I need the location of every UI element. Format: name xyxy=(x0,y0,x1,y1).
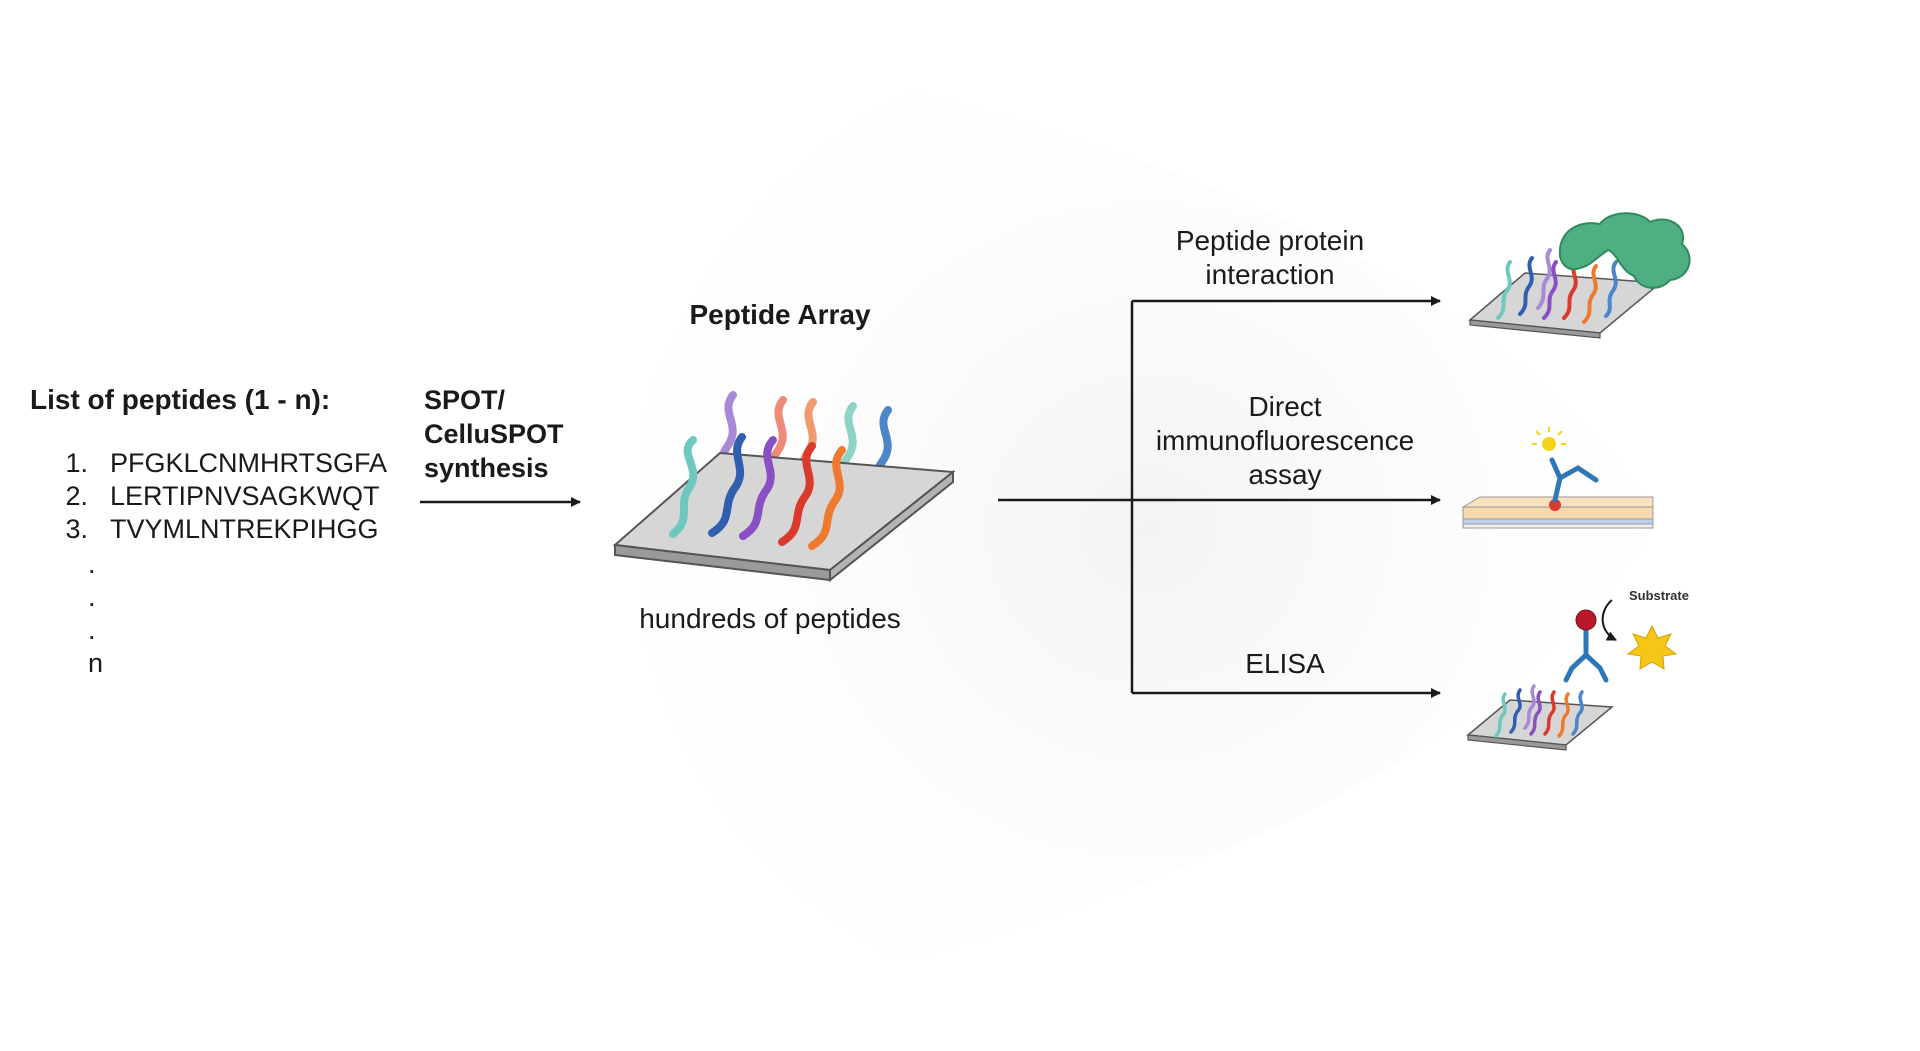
assay-line: Peptide protein xyxy=(1175,225,1365,256)
list-item: 1. PFGKLCNMHRTSGFA xyxy=(48,447,387,480)
assay-label-immunofluorescence: Direct immunofluorescence assay xyxy=(1120,390,1450,492)
peptide-array-icon xyxy=(612,391,956,583)
ellipsis-dot: . xyxy=(88,582,96,612)
immunofluorescence-illustration xyxy=(1461,427,1654,529)
assay-label-protein-interaction: Peptide protein interaction xyxy=(1120,224,1420,292)
assay-line: assay xyxy=(1248,459,1322,490)
list-ellipsis: . . . n xyxy=(88,548,103,680)
list-title: List of peptides (1 - n): xyxy=(30,384,331,415)
ellipsis-dot: . xyxy=(88,549,96,579)
star-product-icon xyxy=(1626,624,1678,670)
item-sequence: PFGKLCNMHRTSGFA xyxy=(110,448,388,478)
assay-line: interaction xyxy=(1205,259,1335,290)
item-sequence: TVYMLNTREKPIHGG xyxy=(110,514,379,544)
assay-label-elisa: ELISA xyxy=(1245,648,1325,679)
item-number: 2. xyxy=(65,481,88,511)
synthesis-line: synthesis xyxy=(424,453,549,483)
list-item: 2. LERTIPNVSAGKWQT xyxy=(48,480,387,513)
ellipsis-dot: . xyxy=(88,615,96,645)
antibody-icon xyxy=(1549,457,1599,503)
protein-interaction-illustration xyxy=(1468,212,1691,339)
protein-blob-icon xyxy=(1558,212,1691,289)
peptide-list: 1. PFGKLCNMHRTSGFA 2. LERTIPNVSAGKWQT 3. TV… xyxy=(48,447,387,546)
branch-connector xyxy=(998,301,1134,693)
substrate-label: Substrate xyxy=(1629,588,1689,603)
peptide-array-icon xyxy=(1468,248,1662,339)
list-last-item: n xyxy=(88,648,104,678)
item-number: 3. xyxy=(65,514,88,544)
assay-line: Direct xyxy=(1248,391,1322,422)
antigen-icon xyxy=(1549,499,1561,511)
synthesis-label: SPOT/ CelluSPOT synthesis xyxy=(424,383,564,485)
fluorophore-icon xyxy=(1542,437,1556,451)
curved-arrow-icon xyxy=(1601,599,1617,641)
synthesis-line: CelluSPOT xyxy=(424,419,564,449)
item-number: 1. xyxy=(65,448,88,478)
assay-line: immunofluorescence xyxy=(1155,425,1415,456)
array-caption: hundreds of peptides xyxy=(639,603,901,634)
item-sequence: LERTIPNVSAGKWQT xyxy=(110,481,380,511)
peptide-array-icon xyxy=(1466,684,1614,751)
enzyme-icon xyxy=(1575,609,1597,631)
synthesis-line: SPOT/ xyxy=(424,385,506,415)
fluorescence-rays xyxy=(1532,427,1566,445)
array-title: Peptide Array xyxy=(689,299,871,330)
elisa-illustration: Substrate xyxy=(1466,588,1689,751)
antibody-icon xyxy=(1563,627,1609,683)
list-item: 3. TVYMLNTREKPIHGG xyxy=(48,513,387,546)
